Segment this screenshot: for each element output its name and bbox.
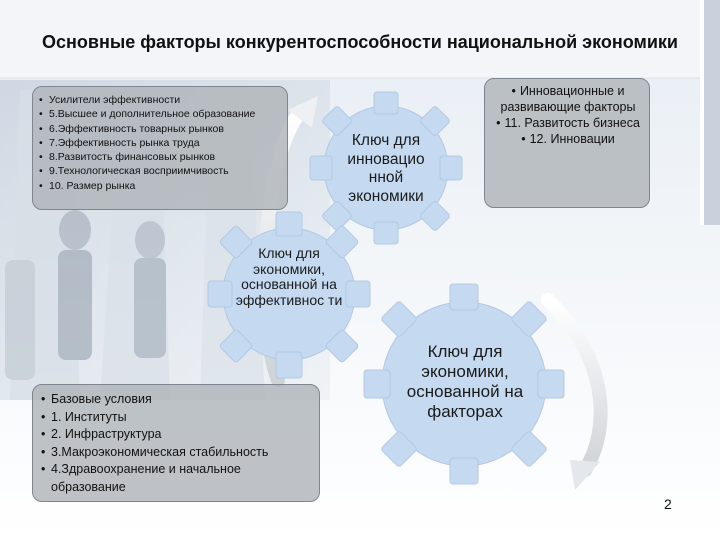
list-item: Усилители эффективности <box>39 93 283 108</box>
list-item: Базовые условия <box>41 391 315 409</box>
list-item: 3.Макроэкономическая стабильность <box>41 444 315 462</box>
list-item: 6.Эффективность товарных рынков <box>39 122 283 137</box>
list-item: 7.Эффективность рынка труда <box>39 136 283 151</box>
slide-title: Основные факторы конкурентоспособности н… <box>42 32 678 52</box>
efficiency-enhancers-box: Усилители эффективности 5.Высшее и допол… <box>32 86 288 210</box>
list-item: 12. Инновации <box>491 131 645 147</box>
innovation-factors-list: Инновационные и развивающие факторы 11. … <box>491 83 645 147</box>
list-item: 4.Здравоохранение и начальное образовани… <box>41 461 315 496</box>
gear-factors-label: Ключ для экономики, основанной на фактор… <box>406 342 524 421</box>
list-item: 1. Институты <box>41 409 315 427</box>
list-item: 5.Высшее и дополнительное образование <box>39 107 283 122</box>
gear-innovation-shape <box>309 91 463 245</box>
list-item: 2. Инфраструктура <box>41 426 315 444</box>
gear-efficiency-label: Ключ для экономики, основанной на эффект… <box>235 245 343 308</box>
arrow-down-head <box>570 460 600 490</box>
list-item: 8.Развитость финансовых рынков <box>39 150 283 165</box>
list-item: 11. Развитость бизнеса <box>491 115 645 131</box>
basic-requirements-box: Базовые условия 1. Институты 2. Инфрастр… <box>32 384 320 502</box>
arrow-up-head <box>288 96 318 128</box>
gear-efficiency-shape <box>207 211 371 379</box>
list-item: 9.Технологическая восприимчивость <box>39 164 283 179</box>
basic-requirements-list: Базовые условия 1. Институты 2. Инфрастр… <box>41 391 315 496</box>
gear-factors-shape <box>363 283 565 485</box>
innovation-factors-box: Инновационные и развивающие факторы 11. … <box>484 78 650 208</box>
gear-innovation-label: Ключ для инновацио нной экономики <box>347 132 425 205</box>
list-item: Инновационные и развивающие факторы <box>491 83 645 115</box>
efficiency-enhancers-list: Усилители эффективности 5.Высшее и допол… <box>39 93 283 193</box>
page-number: 2 <box>664 496 672 512</box>
list-item: 10. Размер рынка <box>39 179 283 194</box>
arrow-down-curve <box>541 293 608 477</box>
